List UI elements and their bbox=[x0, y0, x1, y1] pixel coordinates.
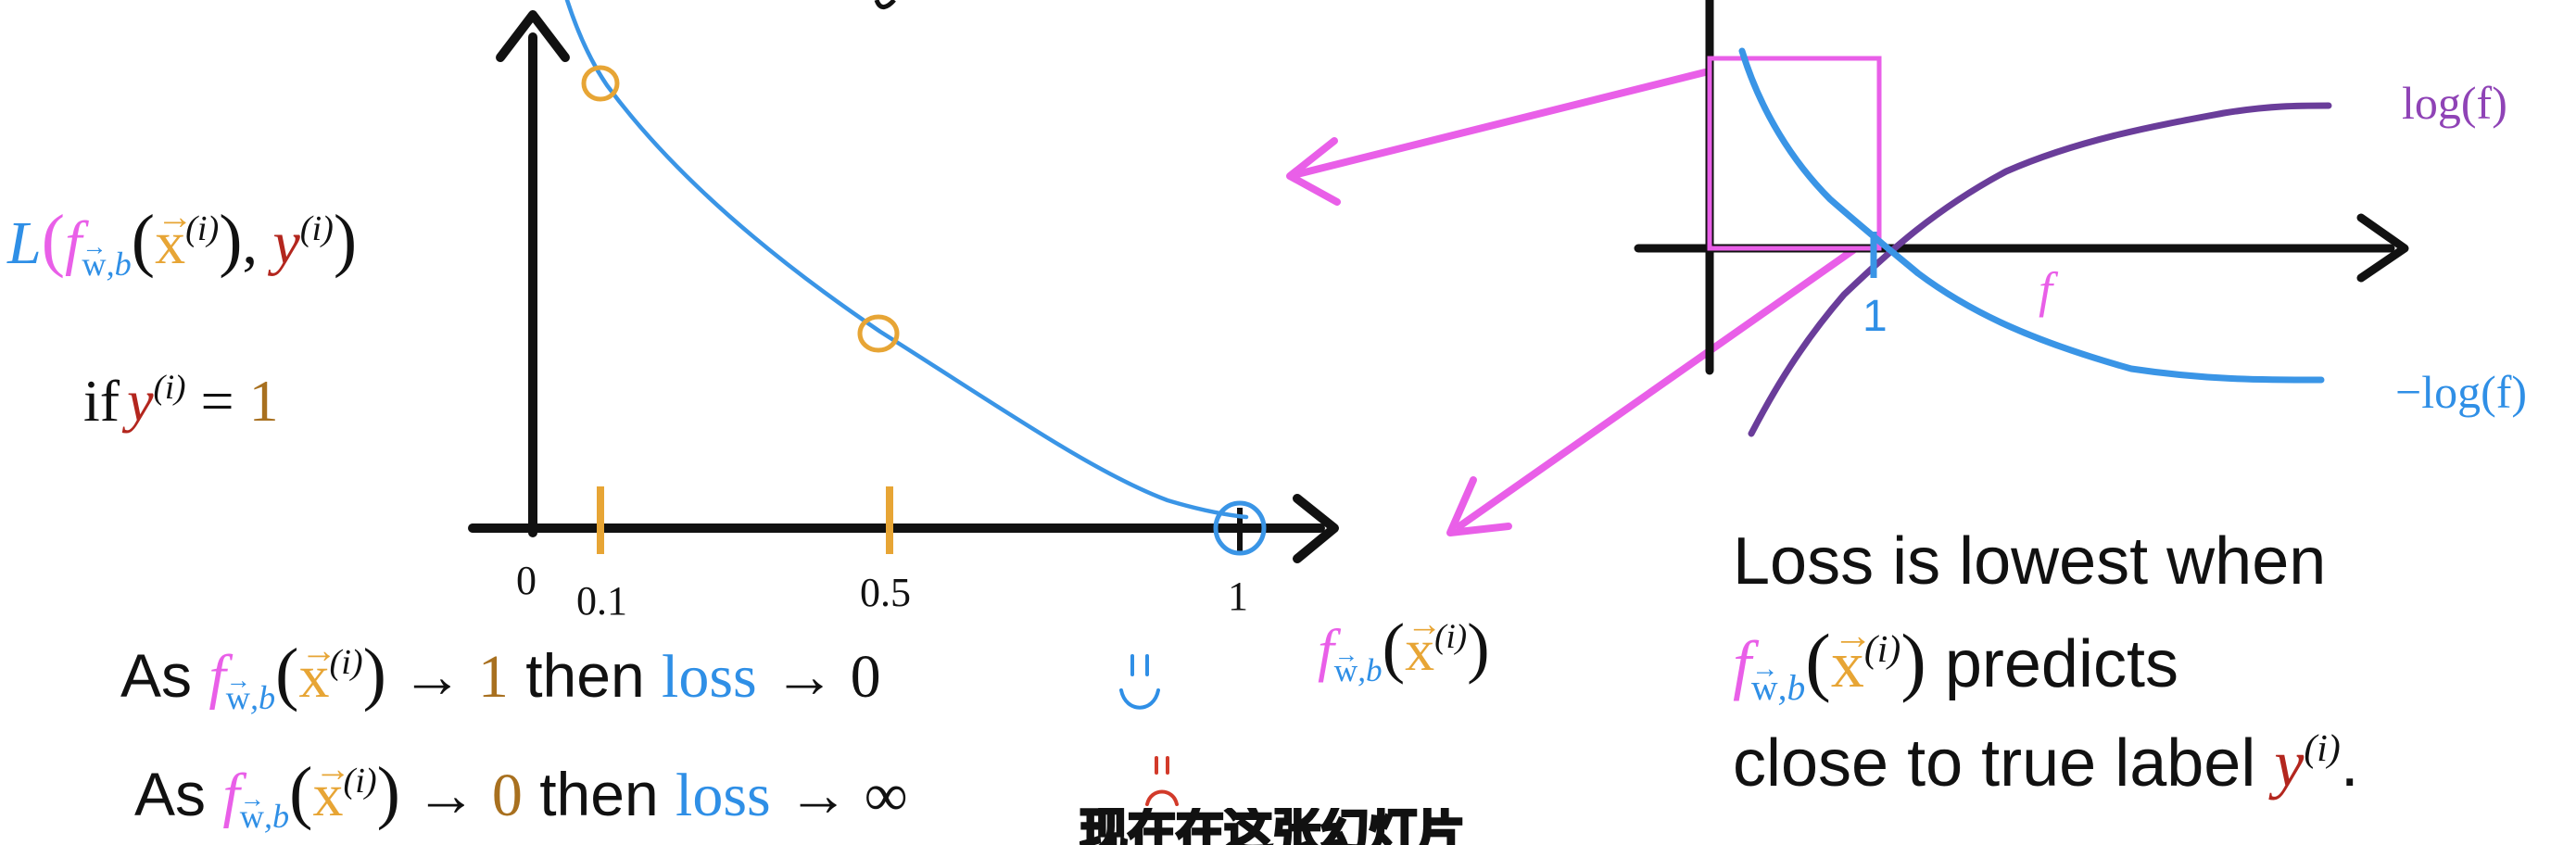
x-vector: x bbox=[155, 199, 194, 274]
f-symbol-2: f bbox=[222, 762, 240, 829]
arrow-to-formula-head bbox=[1446, 476, 1512, 536]
w-vector: w bbox=[82, 234, 107, 281]
subtitle-text: 现在在这张幻灯片 bbox=[1080, 808, 1467, 845]
loss-function-label: L(fw,b(x(i)), y(i)) bbox=[7, 199, 357, 283]
summary-line-1: Loss is lowest when bbox=[1733, 524, 2327, 599]
as-word-2: As bbox=[134, 760, 207, 828]
arrow-1: → bbox=[401, 643, 463, 711]
neg-log-f-label: −log(f) bbox=[2395, 366, 2528, 418]
smiley-icon bbox=[1119, 654, 1160, 710]
close-to-label-text: close to true label bbox=[1733, 726, 2275, 801]
loss-word-1: loss bbox=[662, 643, 757, 711]
statement-line-1: As fw,b(x(i)) → 1 then loss → 0 bbox=[120, 633, 881, 714]
f-symbol: f bbox=[65, 209, 82, 277]
log-f-curve bbox=[1748, 102, 2332, 437]
point-marker-0-1 bbox=[581, 65, 620, 102]
log-f-label: log(f) bbox=[2402, 77, 2507, 129]
condition-value: 1 bbox=[248, 368, 279, 435]
condition-equals: = bbox=[185, 368, 249, 435]
summary-f: f bbox=[1733, 627, 1752, 701]
result-1: → 0 bbox=[774, 643, 881, 711]
arrow-to-left-graph bbox=[1294, 69, 1709, 178]
mid-x-vector: x bbox=[1405, 607, 1442, 680]
frown-icon bbox=[1145, 756, 1179, 806]
condition-sup: (i) bbox=[153, 369, 186, 407]
zoom-box bbox=[1707, 56, 1882, 251]
then-word-2: then bbox=[539, 760, 659, 828]
mid-f-symbol: f bbox=[1318, 617, 1334, 683]
neg-log-f-curve bbox=[1738, 47, 2325, 384]
point-marker-0-5 bbox=[857, 314, 900, 353]
right-x-axis-arrowhead bbox=[2356, 213, 2409, 283]
limit-value-2: 0 bbox=[491, 762, 523, 829]
model-output-formula: fw,b(x(i)) bbox=[1318, 607, 1490, 687]
right-graph bbox=[1634, 0, 2409, 437]
x-tick-0: 0 bbox=[516, 558, 537, 603]
close-paren: ) bbox=[333, 201, 358, 279]
as-word-1: As bbox=[120, 641, 193, 710]
y-symbol: y bbox=[272, 209, 300, 277]
arrow-to-formula bbox=[1456, 246, 1857, 530]
b-subscript: ,b bbox=[106, 245, 132, 283]
summary-period: . bbox=[2340, 726, 2359, 801]
i-superscript-y: (i) bbox=[299, 209, 334, 249]
right-tick-one-label: 1 bbox=[1863, 292, 1888, 341]
f-axis-label: f bbox=[2039, 262, 2053, 318]
point-marker-1 bbox=[1213, 500, 1267, 556]
summary-line-3: close to true label y(i). bbox=[1733, 726, 2359, 801]
x-tick-1: 1 bbox=[1228, 574, 1248, 619]
video-subtitle: 现在在这张幻灯片 bbox=[1080, 808, 1635, 845]
if-word: if bbox=[83, 368, 120, 435]
arrow-to-left-graph-head bbox=[1286, 137, 1341, 206]
arrow-2: → bbox=[415, 762, 477, 829]
predicts-text: predicts bbox=[1926, 627, 2178, 701]
left-x-axis-arrowhead bbox=[1293, 494, 1339, 563]
limit-value-1: 1 bbox=[477, 643, 509, 711]
open-paren: ( bbox=[41, 201, 65, 279]
neg-log-loss-curve bbox=[564, 0, 1249, 520]
point-marker-stub bbox=[874, 0, 896, 9]
summary-y: y bbox=[2274, 726, 2305, 801]
comma: , bbox=[242, 209, 273, 277]
left-y-axis-arrowhead bbox=[496, 10, 570, 62]
x-tick-0-5: 0.5 bbox=[860, 570, 911, 615]
condition-y: y bbox=[127, 368, 154, 435]
x-tick-0-1: 0.1 bbox=[576, 578, 627, 624]
f-symbol-1: f bbox=[208, 643, 226, 711]
then-word-1: then bbox=[525, 641, 645, 710]
pointer-arrows bbox=[1286, 69, 1857, 536]
loss-symbol: L bbox=[7, 209, 42, 277]
statement-line-2: As fw,b(x(i)) → 0 then loss → ∞ bbox=[134, 751, 908, 833]
result-2: → ∞ bbox=[788, 762, 908, 829]
summary-line-2: fw,b(x(i)) predicts bbox=[1733, 616, 2178, 706]
left-graph bbox=[468, 0, 1339, 563]
loss-word-2: loss bbox=[676, 762, 771, 829]
